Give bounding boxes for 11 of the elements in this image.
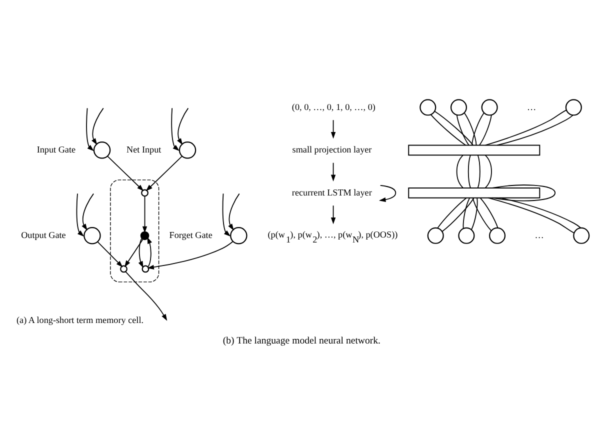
node-label: Output Gate (21, 230, 66, 240)
label: … (534, 230, 544, 240)
node-label: Input Gate (36, 144, 76, 155)
label: (a) A long-short term memory cell. (16, 314, 144, 325)
node-text: (0, 0, …, 0, 1, 0, …, 0) (292, 102, 376, 112)
node-text: small projection layer (292, 144, 372, 155)
node-label: Forget Gate (169, 230, 212, 240)
node-text: recurrent LSTM layer (292, 187, 372, 198)
label: … (527, 102, 536, 112)
caption: (b) The language model neural network. (222, 336, 381, 347)
node-label: Net Input (126, 144, 162, 155)
